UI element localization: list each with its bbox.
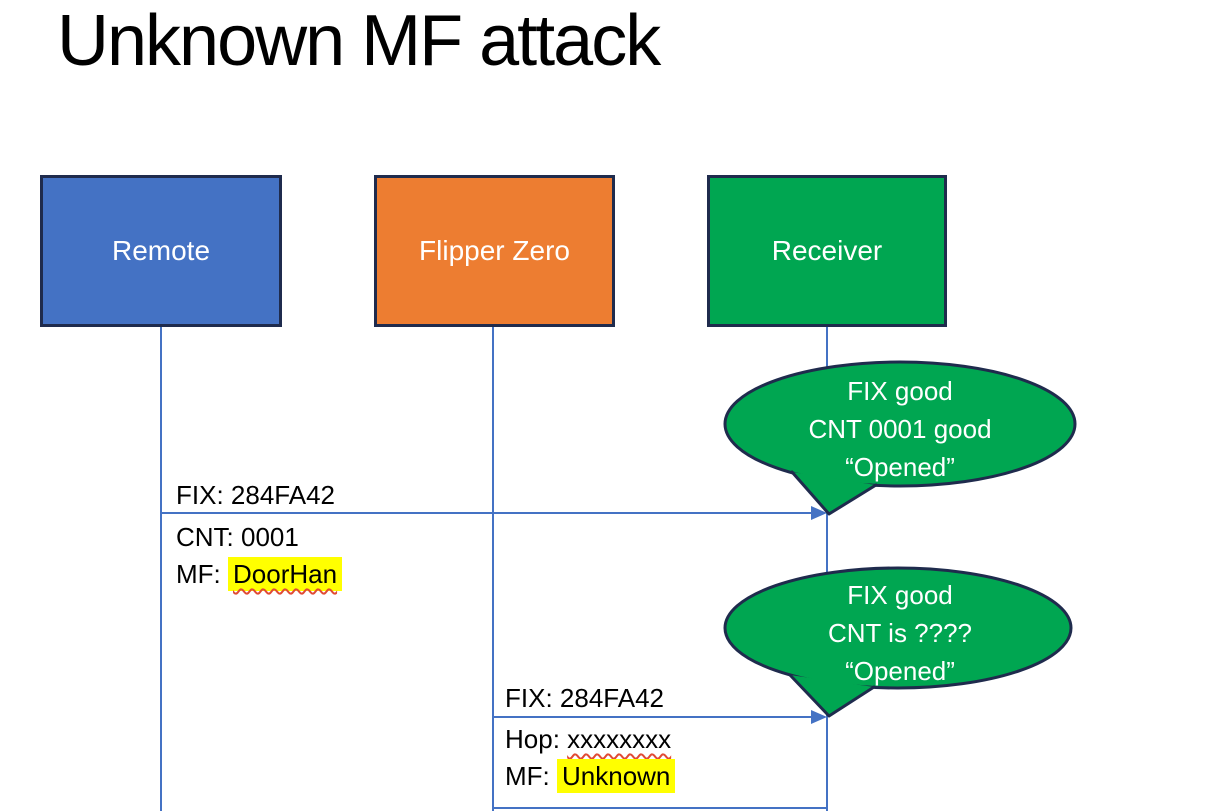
callout1-text: FIX good CNT 0001 good “Opened”	[725, 372, 1075, 486]
callout2-line3: “Opened”	[845, 656, 955, 686]
message1-mf-prefix: MF:	[176, 559, 228, 589]
message-arrow-flipper-to-receiver	[493, 716, 815, 718]
lifeline-flipper-zero	[492, 327, 494, 811]
actor-box-flipper-zero: Flipper Zero	[374, 175, 615, 327]
message-arrow-remote-to-receiver	[161, 512, 815, 514]
message2-hop-label: Hop: xxxxxxxx	[505, 723, 671, 755]
message1-cnt-label: CNT: 0001	[176, 522, 299, 552]
actor-box-receiver: Receiver	[707, 175, 947, 327]
callout1-line2: CNT 0001 good	[808, 414, 992, 444]
actor-label-flipper-zero: Flipper Zero	[419, 235, 570, 266]
actor-label-receiver: Receiver	[771, 235, 883, 266]
message2-mf-label: MF: Unknown	[505, 759, 676, 793]
actor-box-remote: Remote	[40, 175, 282, 327]
message-line-partial-bottom	[493, 807, 827, 809]
message1-mf-label: MF: DoorHan	[176, 557, 343, 591]
message1-fix-label: FIX: 284FA42	[176, 480, 335, 510]
message2-hop-value: xxxxxxxx	[567, 724, 672, 754]
page-title: Unknown MF attack	[57, 1, 661, 81]
arrowhead-remote-to-receiver-icon	[811, 506, 827, 520]
lifeline-remote	[160, 327, 162, 811]
message2-hop-prefix: Hop:	[505, 724, 568, 754]
message2-mf-value-highlighted: Unknown	[557, 759, 676, 793]
callout1-line3: “Opened”	[845, 452, 955, 482]
message1-mf-value-highlighted: DoorHan	[228, 557, 343, 591]
message2-fix-label: FIX: 284FA42	[505, 683, 664, 713]
callout1-line1: FIX good	[847, 376, 953, 406]
callout2-text: FIX good CNT is ???? “Opened”	[725, 576, 1075, 690]
callout2-line2: CNT is ????	[827, 618, 973, 648]
actor-label-remote: Remote	[111, 235, 211, 266]
message2-mf-prefix: MF:	[505, 761, 557, 791]
callout2-line1: FIX good	[847, 580, 953, 610]
arrowhead-flipper-to-receiver-icon	[811, 710, 827, 724]
